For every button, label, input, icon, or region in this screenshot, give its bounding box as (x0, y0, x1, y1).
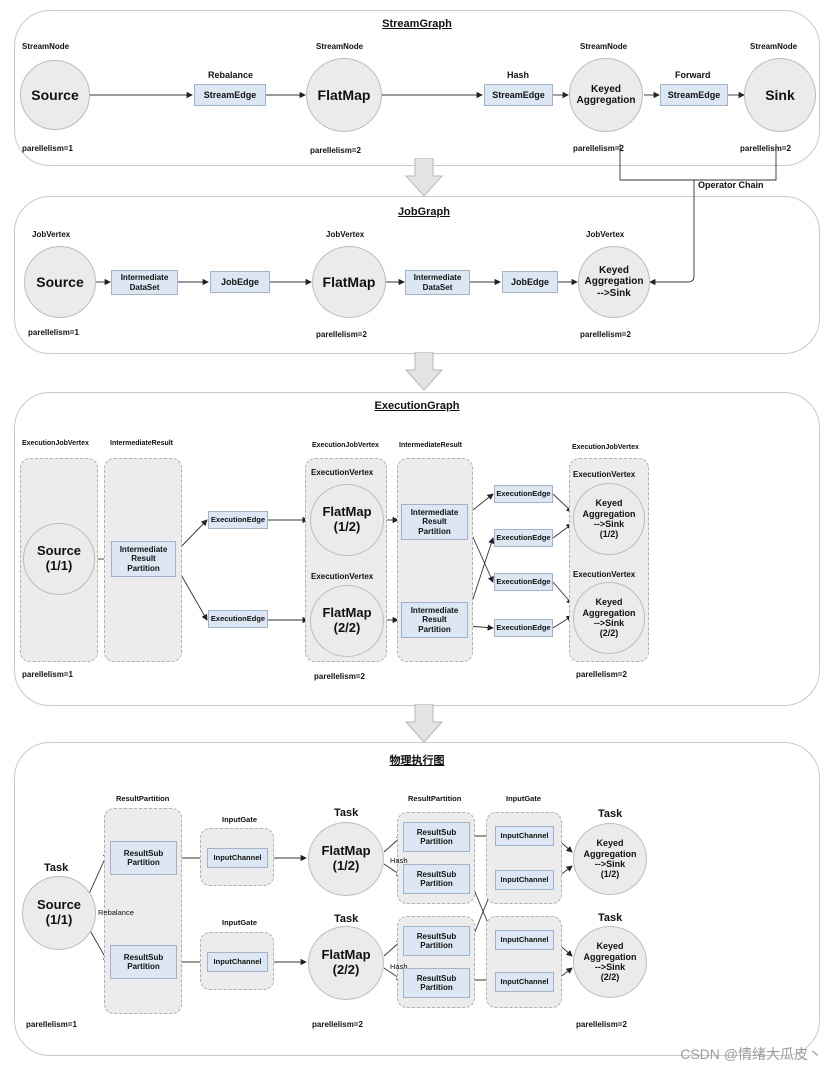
resultsub-partition-box: ResultSub Partition (403, 822, 470, 852)
keyed-aggregation-node: Keyed Aggregation (569, 58, 643, 132)
streamedge-box: StreamEdge (194, 84, 266, 106)
jobvertex-label: JobVertex (326, 230, 365, 239)
source-node: Source (20, 60, 90, 130)
inputchannel-box: InputChannel (495, 972, 554, 992)
executionjobvertex-label: ExecutionJobVertex (312, 442, 379, 449)
executiongraph-title: ExecutionGraph (374, 400, 460, 412)
intermediate-dataset-box: Intermediate DataSet (111, 270, 178, 295)
down-arrow-icon (404, 158, 444, 197)
inputgate-label: InputGate (222, 815, 257, 824)
flatmap-execution-vertex-2: FlatMap (2/2) (310, 585, 384, 657)
result-partition-box: Intermediate Result Partition (401, 602, 468, 638)
task-label: Task (334, 913, 359, 925)
executionedge-box: ExecutionEdge (208, 610, 268, 628)
task-label: Task (44, 862, 69, 874)
keyed-task-2: Keyed Aggregation -->Sink (2/2) (573, 926, 647, 998)
parallelism-label: parellelism=2 (580, 330, 631, 339)
executionvertex-label: ExecutionVertex (573, 470, 636, 479)
executionjobvertex-label: ExecutionJobVertex (572, 444, 639, 451)
inputchannel-box: InputChannel (495, 930, 554, 950)
result-partition-box: Intermediate Result Partition (401, 504, 468, 540)
streamnode-label: StreamNode (750, 42, 798, 51)
source-execution-vertex: Source (1/1) (23, 523, 95, 595)
inputchannel-box: InputChannel (495, 870, 554, 890)
keyed-sink-vertex: Keyed Aggregation -->Sink (578, 246, 650, 318)
parallelism-label: parellelism=2 (310, 146, 361, 155)
inputchannel-box: InputChannel (207, 848, 268, 868)
resultsub-partition-box: ResultSub Partition (110, 841, 177, 875)
parallelism-label: parellelism=2 (312, 1020, 363, 1029)
streamnode-label: StreamNode (316, 42, 364, 51)
resultsub-partition-box: ResultSub Partition (403, 926, 470, 956)
jobvertex-label: JobVertex (32, 230, 71, 239)
intermediateresult-label: IntermediateResult (110, 440, 174, 447)
parallelism-label: parellelism=2 (314, 672, 365, 681)
keyed-execution-vertex-2: Keyed Aggregation -->Sink (2/2) (573, 582, 645, 654)
executionedge-box: ExecutionEdge (494, 529, 553, 547)
hash-label: Hash (390, 962, 408, 971)
resultsub-partition-box: ResultSub Partition (110, 945, 177, 979)
executionedge-box: ExecutionEdge (494, 573, 553, 591)
inputgate-label: InputGate (222, 918, 257, 927)
intermediate-dataset-box: Intermediate DataSet (405, 270, 470, 295)
flatmap-task-2: FlatMap (2/2) (308, 926, 384, 1000)
task-label: Task (598, 808, 623, 820)
task-label: Task (334, 807, 359, 819)
down-arrow-icon (404, 352, 444, 391)
parallelism-label: parellelism=1 (22, 670, 73, 679)
executionedge-box: ExecutionEdge (494, 619, 553, 637)
streamnode-label: StreamNode (22, 42, 70, 51)
sink-node: Sink (744, 58, 816, 132)
executionvertex-label: ExecutionVertex (311, 572, 374, 581)
streamedge-box: StreamEdge (660, 84, 728, 106)
keyed-execution-vertex-1: Keyed Aggregation -->Sink (1/2) (573, 483, 645, 555)
flatmap-node: FlatMap (306, 58, 382, 132)
executionedge-box: ExecutionEdge (494, 485, 553, 503)
flatmap-vertex: FlatMap (312, 246, 386, 318)
rebalance-label: Rebalance (98, 908, 134, 917)
parallelism-label: parellelism=2 (573, 144, 624, 153)
inputchannel-box: InputChannel (495, 826, 554, 846)
down-arrow-icon (404, 704, 444, 743)
source-task: Source (1/1) (22, 876, 96, 950)
executionvertex-label: ExecutionVertex (573, 570, 636, 579)
inputgate-label: InputGate (506, 794, 541, 803)
resultpartition-label: ResultPartition (408, 794, 462, 803)
parallelism-label: parellelism=2 (576, 1020, 627, 1029)
physical-graph-title: 物理执行图 (389, 755, 445, 767)
executionvertex-label: ExecutionVertex (311, 468, 374, 477)
parallelism-label: parellelism=1 (26, 1020, 77, 1029)
jobvertex-label: JobVertex (586, 230, 625, 239)
rebalance-label: Rebalance (208, 70, 254, 80)
parallelism-label: parellelism=2 (740, 144, 791, 153)
resultsub-partition-box: ResultSub Partition (403, 968, 470, 998)
executionjobvertex-label: ExecutionJobVertex (22, 440, 89, 447)
task-label: Task (598, 912, 623, 924)
parallelism-label: parellelism=2 (576, 670, 627, 679)
forward-label: Forward (675, 70, 711, 80)
parallelism-label: parellelism=2 (316, 330, 367, 339)
hash-label: Hash (390, 856, 408, 865)
resultsub-partition-box: ResultSub Partition (403, 864, 470, 894)
streamnode-label: StreamNode (580, 42, 628, 51)
keyed-task-1: Keyed Aggregation -->Sink (1/2) (573, 823, 647, 895)
resultpartition-label: ResultPartition (116, 794, 170, 803)
flatmap-execution-vertex-1: FlatMap (1/2) (310, 484, 384, 556)
jobedge-box: JobEdge (502, 271, 558, 293)
flatmap-task-1: FlatMap (1/2) (308, 822, 384, 896)
operator-chain-label: Operator Chain (698, 180, 764, 190)
watermark: CSDN @情绪大瓜皮丶 (680, 1046, 822, 1062)
executionedge-box: ExecutionEdge (208, 511, 268, 529)
streamedge-box: StreamEdge (484, 84, 553, 106)
intermediateresult-label: IntermediateResult (399, 442, 463, 449)
jobgraph-title: JobGraph (398, 206, 450, 218)
result-partition-box: Intermediate Result Partition (111, 541, 176, 577)
streamgraph-title: StreamGraph (382, 18, 452, 30)
inputchannel-box: InputChannel (207, 952, 268, 972)
jobedge-box: JobEdge (210, 271, 270, 293)
parallelism-label: parellelism=1 (22, 144, 73, 153)
source-vertex: Source (24, 246, 96, 318)
hash-label: Hash (507, 70, 530, 80)
parallelism-label: parellelism=1 (28, 328, 79, 337)
